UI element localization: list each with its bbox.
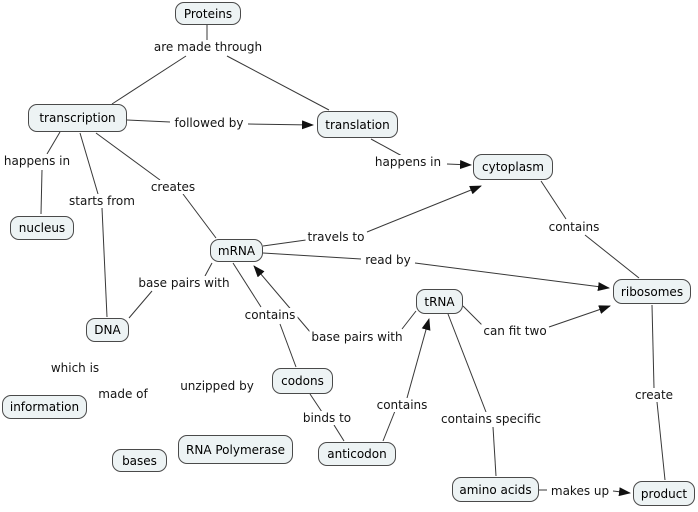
node-information[interactable]: information	[2, 395, 87, 419]
edge-label-happens-in-nucleus[interactable]: happens in	[1, 154, 73, 168]
edge-label-are-made-through[interactable]: are made through	[151, 40, 265, 54]
edge-line-label-transcription	[111, 55, 187, 105]
edge-line-codons-bindsto	[309, 393, 323, 413]
node-amino-acids[interactable]: amino acids	[452, 477, 539, 502]
edge-line-translation-happensin	[370, 138, 403, 157]
node-product[interactable]: product	[633, 481, 695, 506]
edge-line-mrna-contains	[232, 262, 262, 308]
edge-line-contains-ribosomes	[584, 234, 640, 279]
edge-label-travels-to[interactable]: travels to	[305, 230, 367, 244]
edge-line-followedby-translation	[247, 120, 314, 130]
edge-line-transcription-startsfrom	[79, 132, 99, 195]
edge-line-cytoplasm-contains	[540, 180, 567, 220]
edge-line-bindsto-anticodon	[333, 424, 345, 442]
edge-line-create-product	[656, 401, 666, 481]
node-ribosomes[interactable]: ribosomes	[613, 279, 691, 304]
edge-line-travelsto-cytoplasm	[366, 185, 482, 233]
edge-line-transcription-creates	[95, 132, 161, 181]
edge-label-read-by[interactable]: read by	[363, 253, 413, 267]
edge-label-create[interactable]: create	[632, 388, 676, 402]
edge-line-canfittwo-ribosomes	[548, 305, 611, 328]
node-trna[interactable]: tRNA	[416, 289, 463, 314]
edge-label-happens-in-cytoplasm[interactable]: happens in	[372, 155, 444, 169]
edge-line-transcription-happensin	[46, 131, 61, 155]
node-anticodon[interactable]: anticodon	[318, 442, 396, 466]
node-codons[interactable]: codons	[272, 368, 333, 394]
edge-label-creates[interactable]: creates	[148, 180, 198, 194]
edge-label-contains-specific[interactable]: contains specific	[439, 412, 543, 426]
edge-line-anticodon-contains	[382, 410, 396, 442]
edge-line-basepairs-mrna	[253, 265, 312, 334]
node-rna-polymerase[interactable]: RNA Polymerase	[178, 435, 293, 464]
node-mrna[interactable]: mRNA	[210, 239, 263, 262]
edge-line-label-translation	[226, 55, 330, 111]
edge-line-mrna-readby	[262, 252, 362, 260]
edge-line-contains-codons	[279, 323, 297, 368]
edge-label-base-pairs-dna-mrna[interactable]: base pairs with	[136, 276, 232, 290]
edge-line-trna-canfittwo	[462, 305, 484, 327]
edge-label-which-is[interactable]: which is	[48, 361, 102, 375]
edge-label-followed-by[interactable]: followed by	[172, 116, 246, 130]
node-translation[interactable]: translation	[317, 111, 398, 138]
edge-line-makesup-product	[612, 487, 631, 497]
edge-label-contains-anticodon[interactable]: contains	[374, 398, 430, 412]
edge-line-readby-ribosomes	[414, 262, 610, 292]
edge-label-starts-from[interactable]: starts from	[67, 194, 137, 208]
edge-line-mrna-basepairs	[204, 262, 213, 277]
node-transcription[interactable]: transcription	[28, 104, 127, 132]
edge-label-contains-ribosomes[interactable]: contains	[546, 220, 602, 234]
edge-line-contains-trna	[406, 318, 431, 399]
edge-label-made-of[interactable]: made of	[96, 387, 150, 401]
edge-line-trna-containsspecific	[447, 313, 487, 413]
node-nucleus[interactable]: nucleus	[10, 216, 74, 240]
edge-label-makes-up[interactable]: makes up	[548, 484, 612, 498]
edge-line-basepairs-dna	[128, 290, 153, 319]
node-bases[interactable]: bases	[112, 449, 167, 472]
edge-line-ribosomes-create	[651, 304, 655, 389]
edge-label-contains-codons[interactable]: contains	[242, 308, 298, 322]
edge-line-happensin-cytoplasm	[446, 160, 472, 170]
edge-label-unzipped-by[interactable]: unzipped by	[178, 379, 256, 393]
edge-label-can-fit-two[interactable]: can fit two	[481, 324, 549, 338]
edge-line-containsspecific-aminoacids	[492, 426, 497, 477]
edge-line-trna-basepairs	[401, 310, 417, 330]
edge-label-binds-to[interactable]: binds to	[300, 411, 354, 425]
edge-line-transcription-followedby	[126, 119, 171, 123]
edge-line-creates-mrna	[182, 193, 217, 239]
edge-line-happensin-nucleus	[40, 169, 43, 215]
edge-label-base-pairs-trna-mrna[interactable]: base pairs with	[309, 330, 405, 344]
edge-line-mrna-travelsto	[262, 239, 307, 247]
node-proteins[interactable]: Proteins	[175, 2, 241, 25]
node-dna[interactable]: DNA	[86, 318, 129, 342]
edge-line-startsfrom-dna	[101, 207, 108, 318]
node-cytoplasm[interactable]: cytoplasm	[473, 154, 553, 180]
